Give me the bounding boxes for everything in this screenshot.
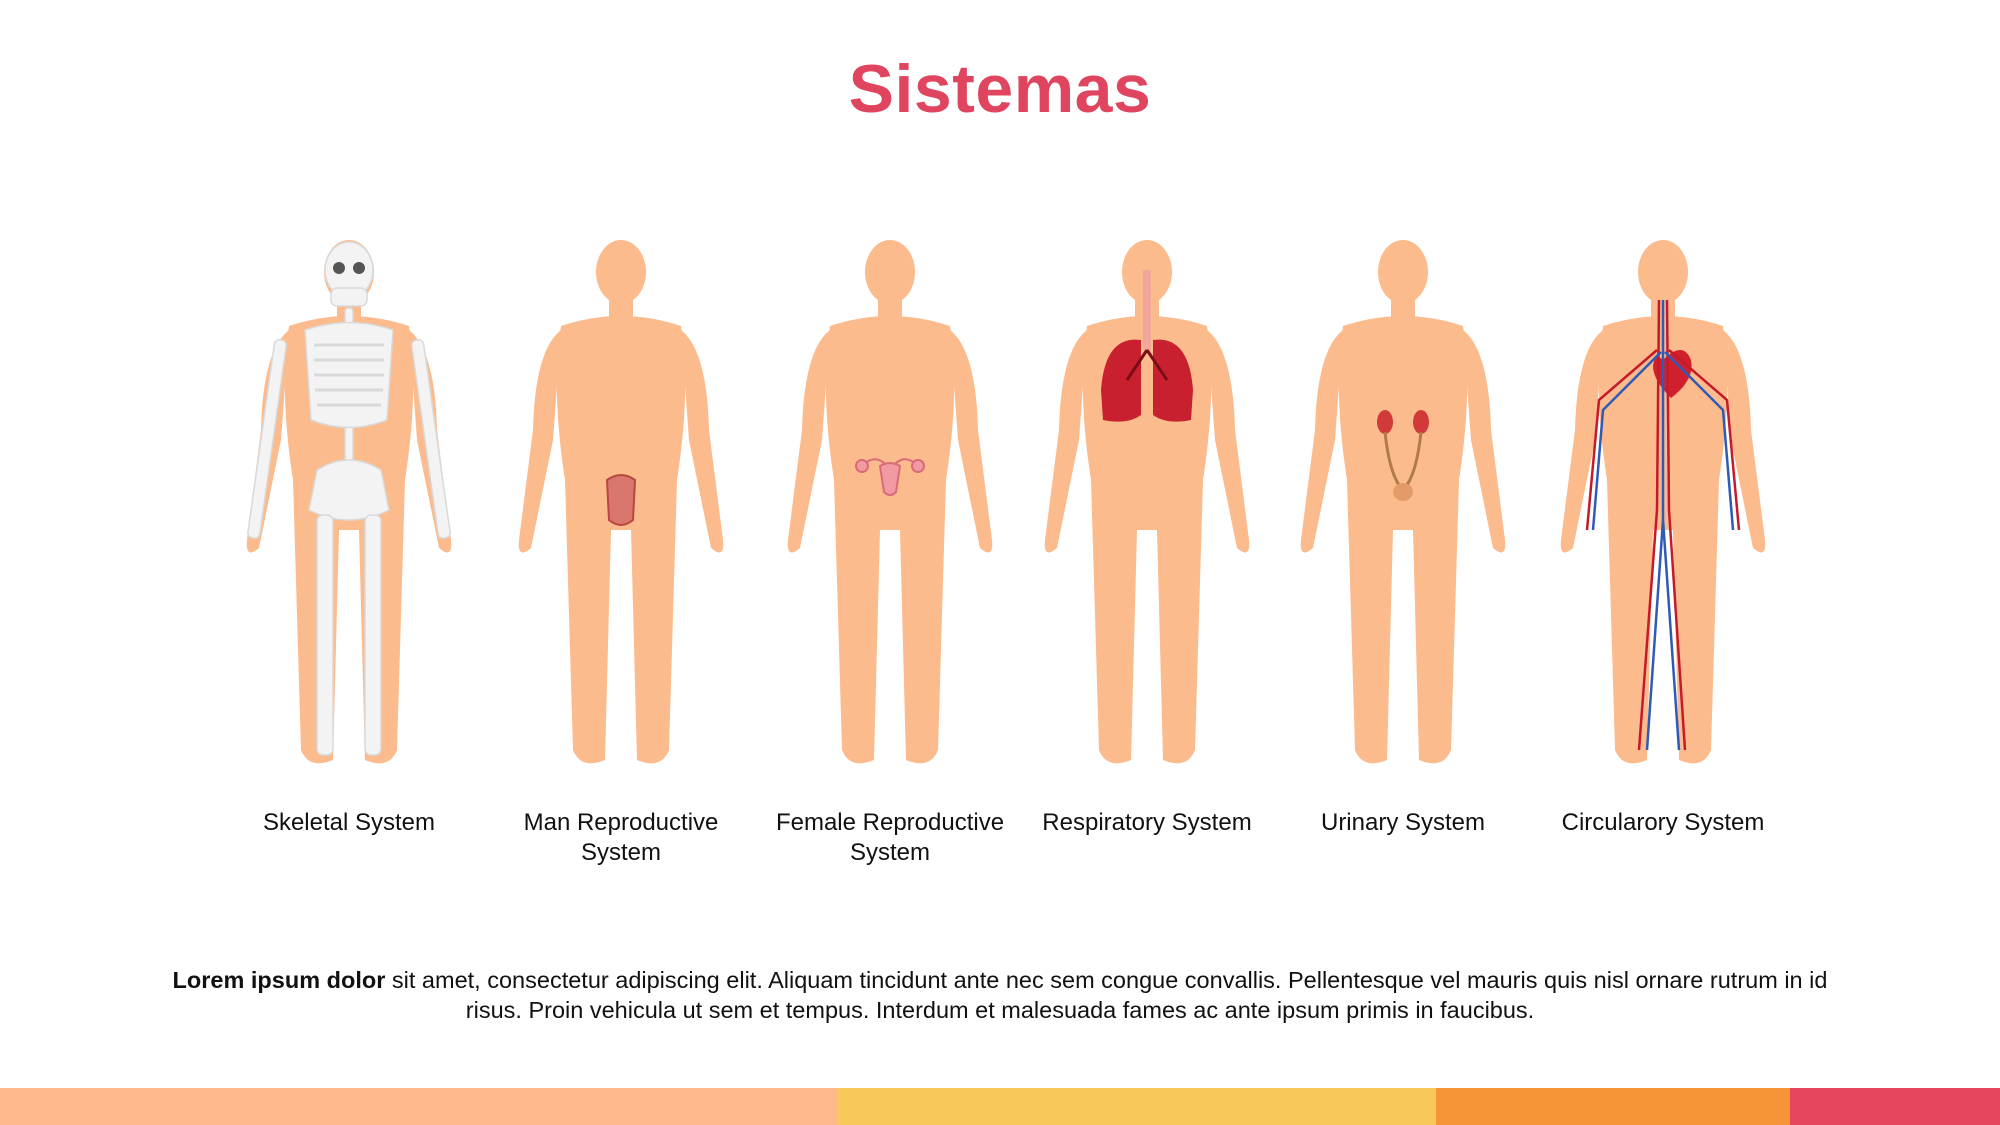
figure-skeletal [219, 230, 479, 790]
lungs-icon [1044, 240, 1250, 764]
label-respiratory: Respiratory System [1042, 809, 1252, 836]
bar-segment-red [1790, 1088, 2000, 1125]
bar-segment-orange [1436, 1088, 1790, 1125]
slide-title: Sistemas [848, 51, 1152, 127]
description-text: Lorem ipsum dolor sit amet, consectetur … [150, 965, 1850, 1025]
male-reproductive-icon [518, 240, 724, 764]
figure-respiratory [1017, 230, 1277, 790]
figure-female-reproductive [760, 230, 1020, 790]
bar-segment-peach [0, 1088, 838, 1125]
bottom-color-bar [0, 1088, 2000, 1125]
figure-male-reproductive [491, 230, 751, 790]
skeleton-icon [246, 240, 452, 764]
kidneys-icon [1300, 240, 1506, 764]
heart-vessels-icon [1560, 240, 1766, 764]
female-reproductive-icon [787, 240, 993, 764]
label-female-reproductive: Female Reproductive System [775, 809, 1005, 866]
label-male-reproductive: Man Reproductive System [523, 809, 719, 866]
bar-segment-yellow [838, 1088, 1436, 1125]
figure-urinary [1273, 230, 1533, 790]
body-figures [0, 230, 2000, 790]
figure-circulatory [1533, 230, 1793, 790]
label-urinary: Urinary System [1320, 809, 1486, 836]
label-circulatory: Circularory System [1561, 809, 1765, 836]
label-skeletal: Skeletal System [262, 809, 436, 836]
description-body: sit amet, consectetur adipiscing elit. A… [385, 967, 1828, 1023]
description-bold: Lorem ipsum dolor [172, 967, 386, 993]
